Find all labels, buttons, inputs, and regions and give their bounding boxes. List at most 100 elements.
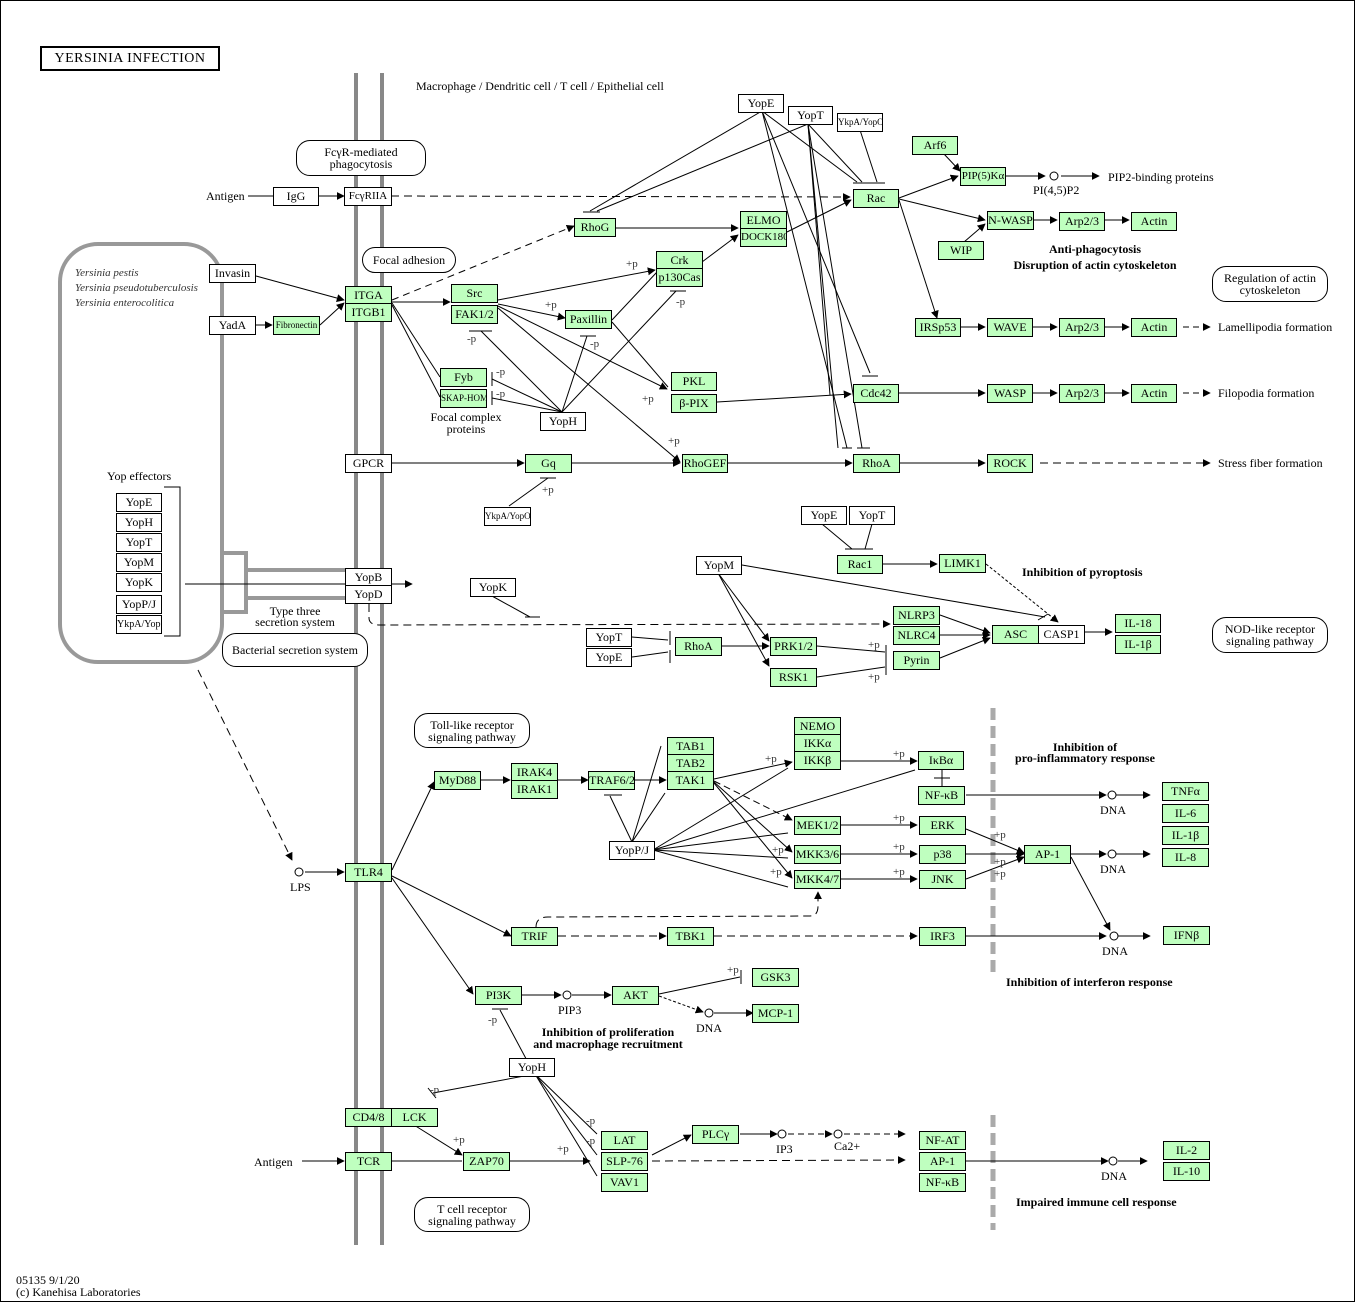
gene-node-yopk[interactable]: YopK: [470, 578, 516, 597]
gene-node-fibronectin[interactable]: Fibronectin: [273, 316, 320, 335]
gene-node-irf3[interactable]: IRF3: [919, 927, 966, 946]
gene-node-ikkb[interactable]: IKKβ: [794, 751, 841, 770]
gene-node-yopt[interactable]: YopT: [849, 506, 895, 525]
gene-node-arp23[interactable]: Arp2/3: [1059, 318, 1105, 337]
gene-node-lat[interactable]: LAT: [601, 1131, 648, 1150]
gene-node-wave[interactable]: WAVE: [987, 318, 1033, 337]
gene-node-wasp[interactable]: WASP: [987, 384, 1033, 403]
gene-node-yope[interactable]: YopE: [801, 506, 847, 525]
gene-node-gpcr[interactable]: GPCR: [345, 454, 392, 473]
gene-node-vav1[interactable]: VAV1: [601, 1173, 648, 1192]
pathway-link-bacterial-secretion[interactable]: Bacterial secretion system: [222, 633, 368, 667]
gene-node-yope[interactable]: YopE: [586, 648, 632, 667]
gene-node-p130cas[interactable]: p130Cas: [656, 268, 703, 287]
gene-node-arp23[interactable]: Arp2/3: [1059, 212, 1105, 231]
gene-node-arf6[interactable]: Arf6: [912, 136, 958, 155]
gene-node-yada[interactable]: YadA: [209, 316, 256, 335]
gene-node-nlrp3[interactable]: NLRP3: [893, 606, 940, 625]
gene-node-actin[interactable]: Actin: [1131, 384, 1177, 403]
yop-effector[interactable]: YopM: [116, 553, 162, 572]
gene-node-irak1[interactable]: IRAK1: [511, 780, 558, 799]
gene-node-prk[interactable]: PRK1/2: [770, 637, 817, 656]
gene-node-ap1[interactable]: AP-1: [919, 1152, 966, 1171]
gene-node-il2[interactable]: IL-2: [1163, 1141, 1210, 1160]
gene-node-mcp1[interactable]: MCP-1: [752, 1004, 799, 1023]
gene-node-yoph[interactable]: YopH: [509, 1058, 555, 1077]
gene-node-rhog[interactable]: RhoG: [574, 218, 616, 237]
gene-node-cdc42[interactable]: Cdc42: [853, 384, 899, 403]
gene-node-wip[interactable]: WIP: [938, 241, 984, 260]
gene-node-paxillin[interactable]: Paxillin: [565, 310, 612, 329]
gene-node-pkl[interactable]: PKL: [671, 372, 717, 391]
gene-node-yopd[interactable]: YopD: [345, 585, 392, 604]
pathway-link-focal-adhesion[interactable]: Focal adhesion: [362, 247, 456, 273]
gene-node-jnk[interactable]: JNK: [919, 870, 966, 889]
gene-node-mek[interactable]: MEK1/2: [794, 816, 841, 835]
gene-node-ykpa[interactable]: YkpA/YopO: [484, 507, 531, 526]
gene-node-pi3k[interactable]: PI3K: [475, 986, 522, 1005]
gene-node-plcg[interactable]: PLCγ: [692, 1125, 739, 1144]
gene-node-rac[interactable]: Rac: [853, 189, 899, 208]
gene-node-zap70[interactable]: ZAP70: [463, 1152, 510, 1171]
gene-node-nlrc4[interactable]: NLRC4: [893, 626, 940, 645]
gene-node-rhoa[interactable]: RhoA: [853, 454, 900, 473]
gene-node-tlr4[interactable]: TLR4: [345, 863, 392, 882]
gene-node-skap-hom[interactable]: SKAP-HOM: [440, 389, 487, 408]
gene-node-nfkb[interactable]: NF-κB: [918, 786, 965, 805]
yop-effector[interactable]: YkpA/YopO: [116, 615, 162, 634]
gene-node-akt[interactable]: AKT: [612, 986, 659, 1005]
gene-node-beta-pix[interactable]: β-PIX: [671, 394, 717, 413]
gene-node-rhoa[interactable]: RhoA: [675, 637, 722, 656]
gene-node-tak1[interactable]: TAK1: [667, 771, 714, 790]
gene-node-tcr[interactable]: TCR: [345, 1152, 392, 1171]
gene-node-il6[interactable]: IL-6: [1162, 804, 1209, 823]
pathway-link-fcgr-phagocytosis[interactable]: FcγR-mediated phagocytosis: [296, 140, 426, 176]
gene-node-limk1[interactable]: LIMK1: [939, 554, 986, 573]
gene-node-tbk1[interactable]: TBK1: [667, 927, 714, 946]
gene-node-pyrin[interactable]: Pyrin: [893, 651, 940, 670]
gene-node-itgb1[interactable]: ITGB1: [345, 303, 392, 322]
yop-effector[interactable]: YopK: [116, 573, 162, 592]
gene-node-irsp53[interactable]: IRSp53: [915, 318, 961, 337]
gene-node-tnfa[interactable]: TNFα: [1162, 782, 1209, 801]
gene-node-myd88[interactable]: MyD88: [434, 771, 481, 790]
gene-node-ykpa[interactable]: YkpA/YopO: [837, 113, 883, 132]
gene-node-n-wasp[interactable]: N-WASP: [987, 211, 1034, 230]
gene-node-il18[interactable]: IL-18: [1115, 614, 1161, 633]
gene-node-nfkb[interactable]: NF-κB: [919, 1173, 966, 1192]
gene-node-lck[interactable]: LCK: [391, 1108, 438, 1127]
gene-node-mkk47[interactable]: MKK4/7: [794, 870, 841, 889]
gene-node-src[interactable]: Src: [451, 284, 498, 303]
gene-node-yope[interactable]: YopE: [738, 94, 784, 113]
gene-node-fak[interactable]: FAK1/2: [451, 305, 498, 324]
yop-effector[interactable]: YopH: [116, 513, 162, 532]
gene-node-traf6[interactable]: TRAF6/2: [588, 771, 635, 790]
gene-node-invasin[interactable]: Invasin: [209, 264, 256, 283]
pathway-link-t-cell-receptor[interactable]: T cell receptor signaling pathway: [414, 1197, 530, 1232]
gene-node-yoph[interactable]: YopH: [540, 412, 586, 431]
gene-node-casp1[interactable]: CASP1: [1038, 625, 1085, 644]
gene-node-actin[interactable]: Actin: [1131, 318, 1177, 337]
gene-node-rac1[interactable]: Rac1: [837, 555, 883, 574]
gene-node-yoppj[interactable]: YopP/J: [609, 841, 655, 860]
gene-node-il8[interactable]: IL-8: [1162, 848, 1209, 867]
gene-node-pip5k[interactable]: PIP(5)Kα: [960, 167, 1006, 186]
gene-node-arp23[interactable]: Arp2/3: [1059, 384, 1105, 403]
gene-node-erk[interactable]: ERK: [919, 816, 966, 835]
pathway-link-toll-like-receptor[interactable]: Toll-like receptor signaling pathway: [414, 713, 530, 748]
gene-node-nemo[interactable]: NEMO: [794, 717, 841, 736]
gene-node-il10[interactable]: IL-10: [1163, 1162, 1210, 1181]
gene-node-actin[interactable]: Actin: [1131, 212, 1177, 231]
gene-node-gsk3[interactable]: GSK3: [752, 968, 799, 987]
gene-node-yopt[interactable]: YopT: [788, 106, 833, 125]
pathway-link-actin-cytoskeleton[interactable]: Regulation of actin cytoskeleton: [1212, 266, 1328, 302]
gene-node-ap1[interactable]: AP-1: [1024, 845, 1071, 864]
gene-node-fyb[interactable]: Fyb: [440, 368, 487, 387]
gene-node-fcgriia[interactable]: FcγRIIA: [344, 187, 392, 206]
gene-node-ikba[interactable]: IκBα: [918, 751, 964, 770]
gene-node-nfat[interactable]: NF-AT: [919, 1131, 966, 1150]
gene-node-rock[interactable]: ROCK: [987, 454, 1033, 473]
gene-node-gq[interactable]: Gq: [525, 454, 572, 473]
gene-node-mkk36[interactable]: MKK3/6: [794, 845, 841, 864]
gene-node-itga[interactable]: ITGA: [345, 286, 392, 305]
